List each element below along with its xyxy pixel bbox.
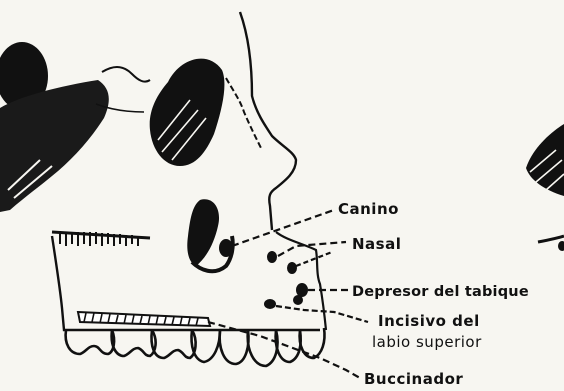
tooth-canine [248, 330, 278, 366]
tooth-molar-3 [152, 330, 196, 358]
nasal-attachment-1 [267, 251, 277, 263]
label-canino: Canino [338, 200, 399, 218]
right-skull-dot [558, 241, 564, 251]
canine-fossa [187, 199, 219, 266]
nasal-attachment-2 [287, 262, 297, 274]
right-skull-line [538, 236, 564, 242]
teeth-row [66, 328, 325, 366]
incisivo-attachment-1 [264, 299, 276, 309]
label-buccinador: Buccinador [364, 370, 463, 388]
tooth-premolar-2 [220, 330, 249, 364]
orbit-rim-line [102, 67, 150, 82]
leader-lines [208, 210, 368, 378]
label-incisivo-line1: Incisivo del [378, 312, 480, 330]
leader-nasal-2 [296, 252, 332, 266]
orbit-center [150, 59, 225, 166]
leader-canino [232, 210, 334, 246]
tooth-molar-2 [112, 330, 156, 356]
leader-incisivo [276, 306, 368, 322]
tooth-incisor-2 [300, 328, 325, 358]
nasal-bone-outline [226, 78, 262, 150]
incisivo-attachment-2 [293, 295, 303, 305]
label-depresor: Depresor del tabique [352, 284, 529, 300]
label-nasal: Nasal [352, 235, 401, 253]
canino-attachment [219, 239, 233, 257]
label-incisivo-line2: labio superior [372, 333, 482, 351]
tooth-molar-1 [66, 330, 114, 354]
depresor-attachment [296, 283, 308, 297]
